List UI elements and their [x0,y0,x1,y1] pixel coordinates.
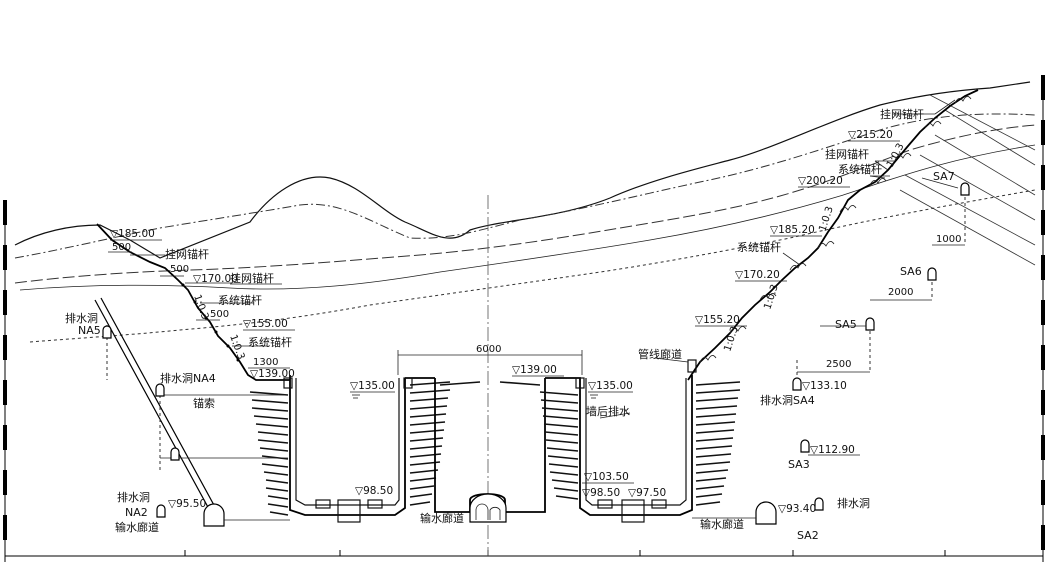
dim-500-b: 500 [170,264,189,275]
water-gallery-left [203,503,290,527]
label-drain-na2-id: NA2 [125,506,148,519]
label-sys-bolt-left-2: 系统锚杆 [248,335,292,349]
drain-tunnel-sa5 [865,317,875,331]
dim-1300: 1300 [253,357,278,368]
ground-surface-line [14,81,1031,259]
label-drain-na4: 排水洞NA4 [160,371,216,385]
right-lock-wall [539,359,741,523]
water-level-marks [350,391,633,399]
elev-98-50-left: ▽98.50 [355,485,393,497]
drain-tunnel-sa6 [927,267,937,281]
right-excavation-slope [687,89,979,381]
elev-139-00-left: ▽139.00 [250,368,295,380]
label-sys-bolt-right-1: 系统锚杆 [838,162,882,176]
elev-135-00-left: ▽135.00 [350,380,395,392]
elev-95-50: ▽95.50 [168,498,206,510]
elev-98-50-right: ▽98.50 [582,487,620,499]
drain-tunnel-na2 [156,504,166,518]
label-gw-bolt-left-1: 挂网锚杆 [165,247,209,261]
label-sa2-cn: 排水洞 [837,496,870,510]
label-water-gallery-right: 输水廊道 [700,517,744,531]
dim-2500: 2500 [826,359,851,370]
slope-r1: 1:0.3 [885,142,907,170]
elev-215-20: ▽215.20 [848,129,893,141]
dim-line-6000 [397,350,583,375]
dim-line-500 [108,251,220,321]
label-gw-bolt-left-2: 挂网锚杆 [230,271,274,285]
label-drain-na5-cn: 排水洞 [65,311,98,325]
elev-139-00-center: ▽139.00 [512,364,557,376]
elev-185-20: ▽185.20 [770,224,815,236]
label-sa5: SA5 [835,318,857,331]
left-slope-anchor-dots [181,283,240,362]
elev-185-00: ▽185.00 [110,228,155,240]
label-sys-bolt-left-1: 系统锚杆 [218,293,262,307]
elev-155-00: ▽155.00 [243,318,288,330]
elev-133-10: ▽133.10 [802,380,847,392]
label-gw-bolt-top-right: 挂网锚杆 [880,107,924,121]
label-drain-sa4: 排水洞SA4 [760,393,815,407]
water-gallery-right [692,501,777,525]
elev-170-00: ▽170.00 [193,273,238,285]
slope-l1: 1:0.3 [191,293,210,321]
elev-97-50: ▽97.50 [628,487,666,499]
label-water-gallery-center: 输水廊道 [420,511,464,525]
slope-r3: 1:0.3 [762,283,780,311]
dim-500-a: 500 [112,242,131,253]
label-drain-na2-cn: 排水洞 [117,490,150,504]
elev-112-90: ▽112.90 [810,444,855,456]
label-sa6: SA6 [900,265,922,278]
drain-tunnel-sa4 [792,377,802,391]
fractured-zone-hatch [899,94,1036,266]
label-pipe-gallery: 管线廊道 [638,347,682,361]
label-gw-bolt-right-2: 挂网锚杆 [825,147,869,161]
label-water-gallery-left: 输水廊道 [115,520,159,534]
elev-170-20: ▽170.20 [735,269,780,281]
left-lock-wall [249,375,451,523]
elev-135-00-right: ▽135.00 [588,380,633,392]
label-sa2-id: SA2 [797,529,819,542]
elev-155-20: ▽155.20 [695,314,740,326]
fault-line [29,189,1036,343]
elev-200-20: ▽200.20 [798,175,843,187]
label-wall-drain: 墙后排水 [586,404,630,418]
elev-103-50: ▽103.50 [584,471,629,483]
dim-2000: 2000 [888,287,913,298]
bottom-baseline [5,550,1043,557]
dim-6000: 6000 [476,344,501,355]
elevation-underlines [110,140,900,484]
right-slope-scallops [699,96,972,363]
drain-tunnel-na4 [155,383,165,397]
central-island-wall [434,378,546,513]
label-sys-bolt-right-2: 系统锚杆 [737,240,781,254]
water-gallery-center [469,493,507,523]
dim-1000: 1000 [936,234,961,245]
drain-tunnel-sa3 [800,439,810,453]
drain-tunnel-sa7 [960,182,970,196]
anchor-cable [94,297,288,521]
elev-93-40: ▽93.40 [778,503,816,515]
drain-tunnel-na3 [170,447,180,461]
leader-lines [130,99,959,419]
label-sa7: SA7 [933,170,955,183]
drain-tunnel-na5 [102,325,112,339]
label-anchor-cable: 锚索 [193,396,215,410]
label-drain-na5-id: NA5 [78,324,101,337]
dim-500-c: 500 [210,309,229,320]
slope-r4: 1:0.3 [722,325,740,353]
label-sa3: SA3 [788,458,810,471]
drain-tunnel-sa2 [814,497,824,511]
